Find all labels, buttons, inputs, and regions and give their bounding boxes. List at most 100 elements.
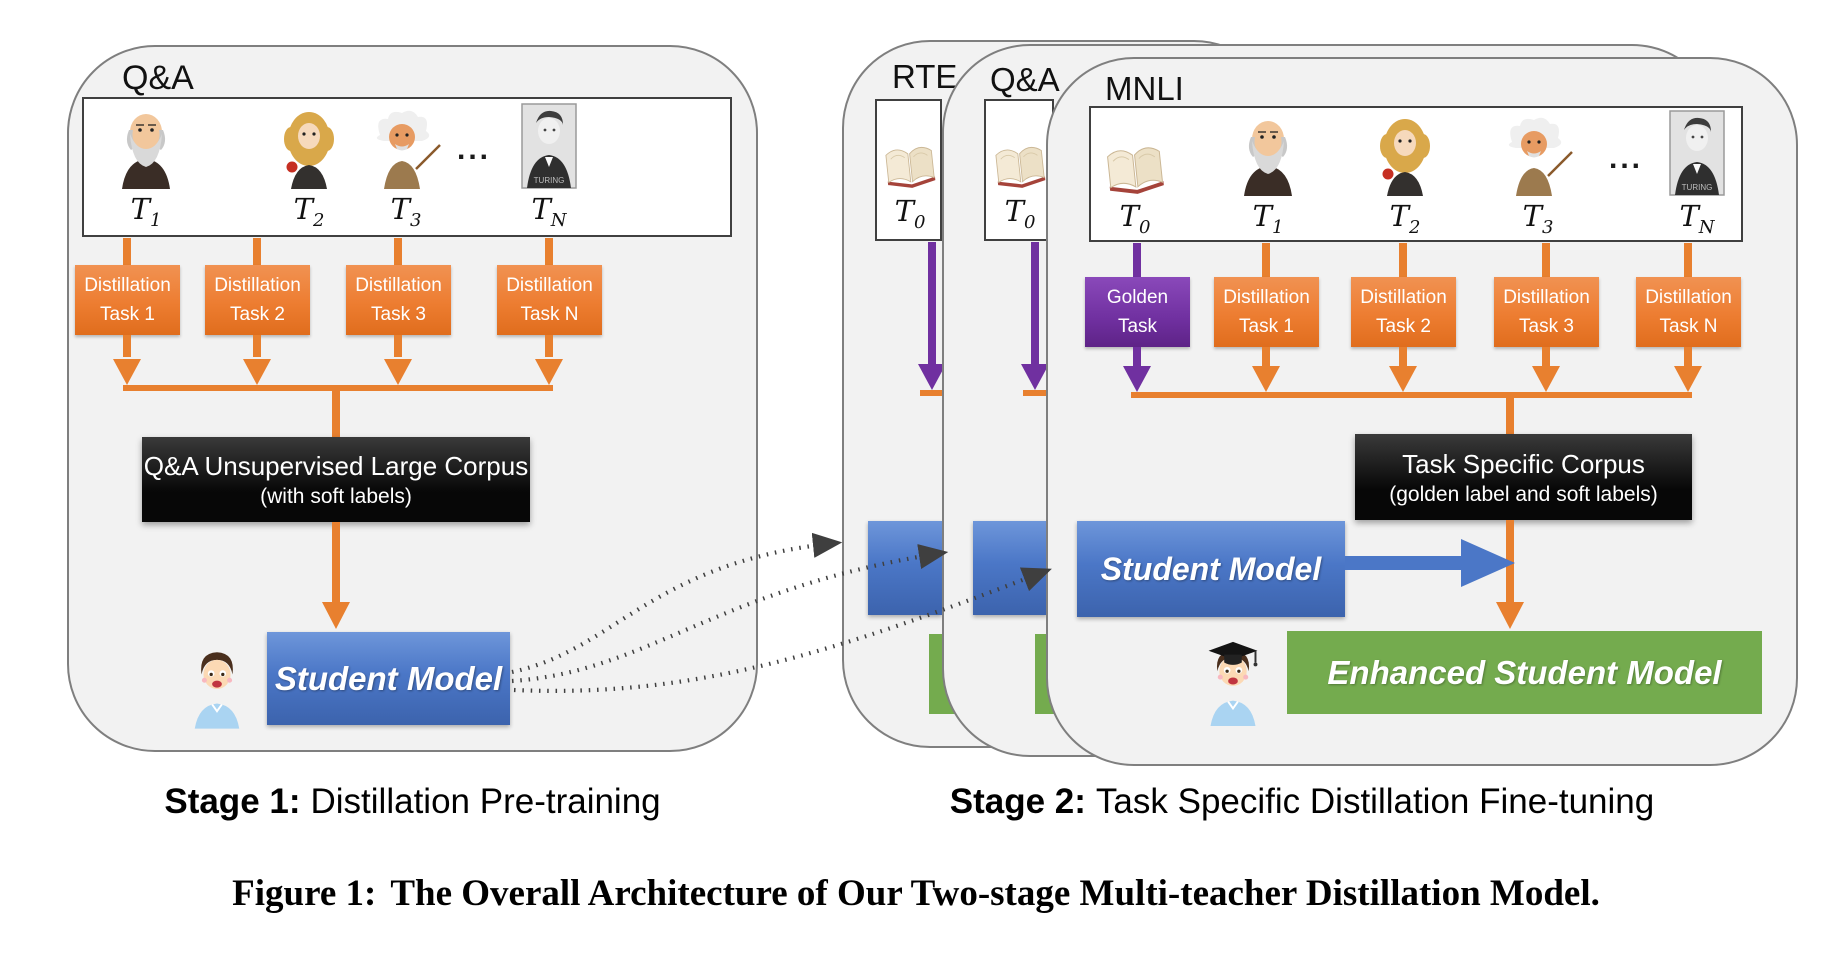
stage1-caption-text: Distillation Pre-training [310,782,661,821]
mnli-stub-3 [1542,243,1550,277]
rte-golden-arrow-stem [928,242,936,366]
stage1-corpus-stem [332,391,340,437]
teacher-label-t2: T2 [293,192,325,231]
stage1-student-model-box: Student Model [267,632,510,725]
teachers-ellipsis: ... [1608,142,1643,175]
stage1-arrow-stem-n [545,335,553,357]
stage1-student-stem [332,522,340,602]
mnli-arrowhead-2 [1389,366,1417,392]
teacher-label-t3: T3 [390,192,422,231]
stage1-stub-3 [394,238,402,265]
student-avatar-icon [187,647,247,734]
newton-avatar-icon [277,103,341,189]
svg-text:TURING: TURING [1682,183,1713,192]
qa-stage2-panel-label: Q&A [990,61,1060,98]
mnli-arrow-stem-2 [1399,347,1407,369]
mnli-arrowhead-t0 [1123,366,1151,392]
qa-golden-arrowhead [1021,364,1049,390]
mnli-arrow-stem-1 [1262,347,1270,369]
stage1-arrowhead-n [535,359,563,385]
stage2-caption-text: Task Specific Distillation Fine-tuning [1095,782,1655,821]
teacher-turing: TURING TN [1651,110,1743,237]
mnli-stub-n [1684,243,1692,277]
rte-connector-line [920,390,944,396]
figure-caption-label: Figure 1: [232,873,377,914]
stage1-stub-n [545,238,553,265]
stage1-caption-bold: Stage 1: [164,782,301,821]
stage1-corpus-box: Q&A Unsupervised Large Corpus (with soft… [142,437,530,522]
teacher-label-t2: T2 [1389,199,1421,238]
mnli-panel-label: MNLI [1105,70,1184,107]
stage1-caption: Stage 1:Distillation Pre-training [67,782,758,822]
mnli-teachers-box: T0 T1 [1089,106,1743,242]
teacher-einstein: T3 [358,103,454,230]
stage1-stub-1 [123,238,131,265]
teacher-label-t1: T1 [130,192,162,231]
qa-corpus-figure: T0 [989,119,1051,232]
mnli-enhanced-arrowhead [1496,602,1524,629]
rte-panel-label: RTE [892,58,958,95]
einstein-avatar-icon [1500,110,1576,196]
teacher-darwin: T1 [98,103,194,230]
einstein-avatar-icon [368,103,444,189]
qa-connector-line [1023,390,1048,396]
graduate-student-avatar-icon [1200,638,1266,731]
teacher-newton: T2 [1357,110,1453,237]
stage1-panel: Q&A T1 [67,45,758,752]
stage2-caption: Stage 2:Task Specific Distillation Fine-… [902,782,1702,822]
stage1-connector-line [123,385,553,391]
mnli-corpus-stem [1506,398,1514,434]
rte-corpus-figure: T0 [879,119,941,232]
rte-t0-box: T0 [875,99,942,241]
stage2-caption-bold: Stage 2: [949,782,1086,821]
turing-portrait-icon: TURING [1669,110,1725,196]
mnli-arrowhead-n [1674,366,1702,392]
mnli-arrowhead-3 [1532,366,1560,392]
rte-student-model-box [868,521,942,615]
student-to-corpus-arrow-head [1461,539,1515,587]
student-to-corpus-arrow-shaft [1345,556,1463,570]
teacher-turing: TURING TN [503,103,595,230]
stage1-panel-label: Q&A [122,59,194,97]
rte-golden-arrowhead [918,364,946,390]
stage1-student-arrowhead [322,602,350,629]
stage1-arrow-stem-1 [123,335,131,357]
darwin-avatar-icon [1236,110,1300,196]
mnli-arrowhead-1 [1252,366,1280,392]
mnli-arrow-stem-3 [1542,347,1550,369]
teacher-label-tn: TN [1679,199,1715,238]
stage1-arrow-stem-3 [394,335,402,357]
mnli-t0-label: T0 [1119,199,1151,238]
svg-text:TURING: TURING [534,176,565,185]
teacher-newton: T2 [261,103,357,230]
stage1-arrow-stem-2 [253,335,261,357]
turing-portrait-icon: TURING [521,103,577,189]
stage1-arrowhead-2 [243,359,271,385]
stage1-teachers-box: T1 T2 [82,97,732,237]
teachers-ellipsis: ... [456,133,491,166]
mnli-arrow-stem-n [1684,347,1692,369]
figure-caption: Figure 1:The Overall Architecture of Our… [0,872,1832,915]
mnli-student-model-box: Student Model [1077,521,1345,617]
rte-t0-label: T0 [894,194,926,233]
stage1-stub-2 [253,238,261,265]
mnli-corpus-box: Task Specific Corpus (golden label and s… [1355,434,1692,520]
qa-golden-arrow-stem [1031,242,1039,366]
teacher-darwin: T1 [1220,110,1316,237]
mnli-panel: MNLI T0 [1046,57,1798,766]
qa-t0-box: T0 [984,99,1054,241]
mnli-stub-t0 [1133,243,1141,277]
teacher-label-t1: T1 [1252,199,1284,238]
qa-student-model-box [973,521,1047,615]
newton-avatar-icon [1373,110,1437,196]
